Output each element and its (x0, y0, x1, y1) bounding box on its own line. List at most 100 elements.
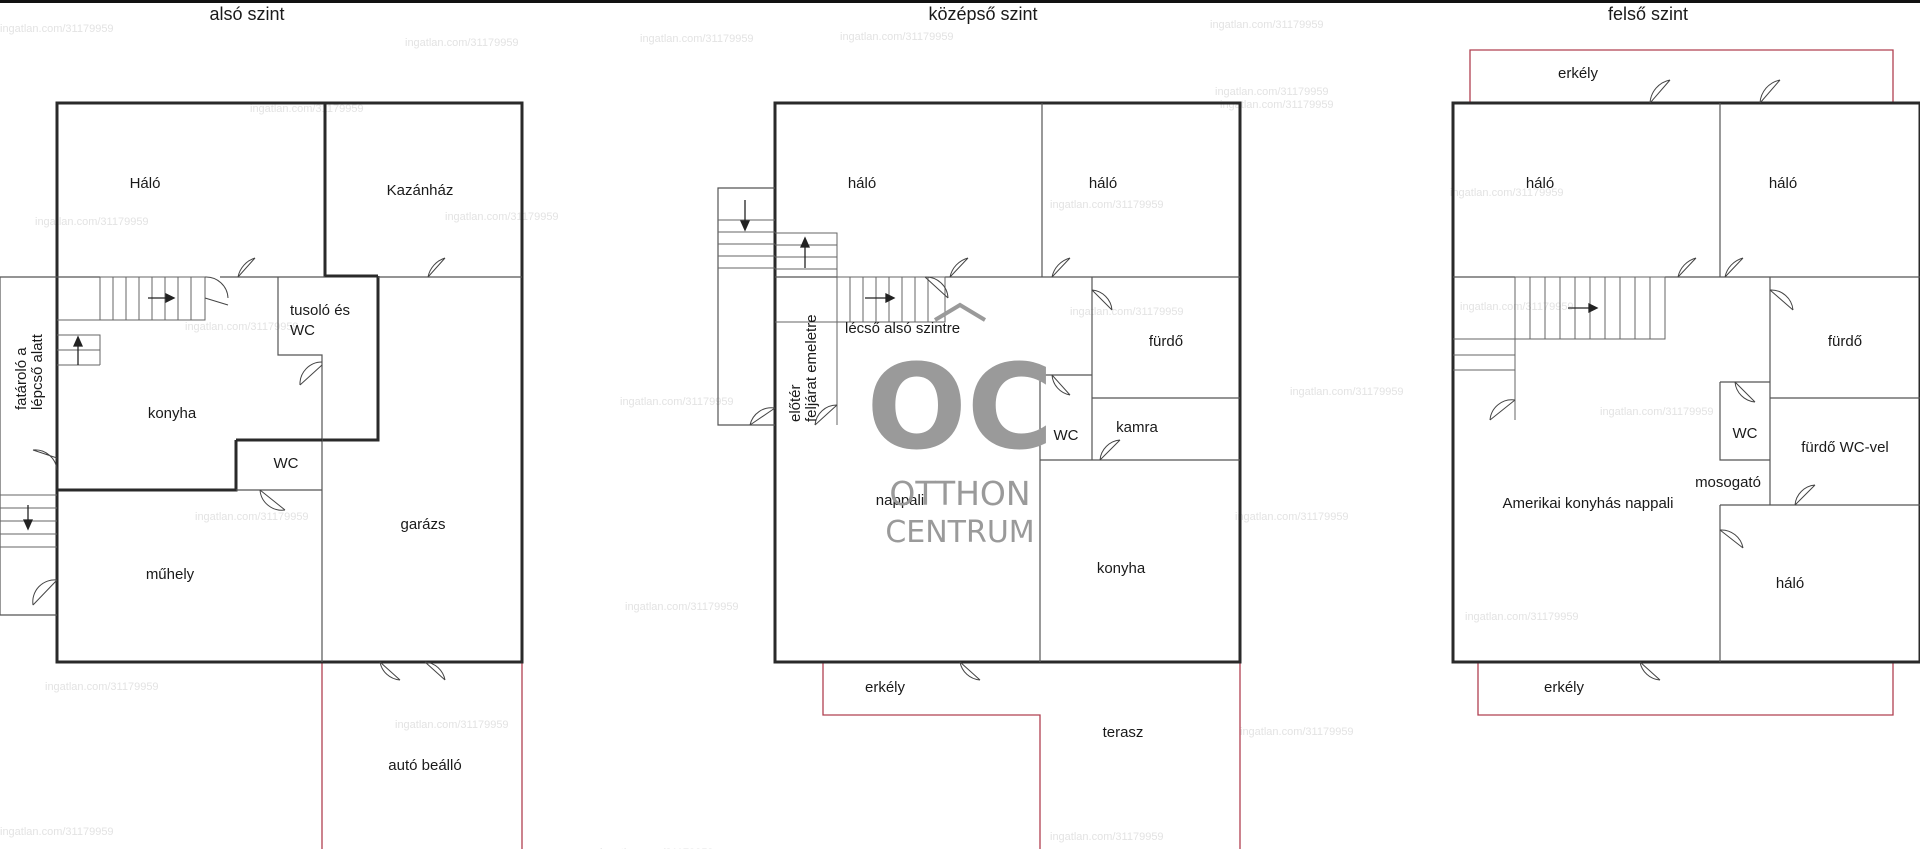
room-label: erkély (1558, 65, 1599, 82)
room-label: előtér (787, 384, 804, 422)
partition (1453, 103, 1920, 278)
doors (749, 257, 1121, 681)
watermark: ingatlan.com/31179959 (600, 847, 714, 849)
watermark: ingatlan.com/31179959 (1215, 86, 1329, 98)
room-label: tusoló és (290, 302, 350, 319)
balcony-outline (1477, 662, 1894, 716)
room-label: lécső alsó szintre (845, 320, 960, 337)
logo-line2: CENTRUM (885, 515, 1034, 550)
level-title: középső szint (928, 4, 1037, 24)
watermark: ingatlan.com/31179959 (1050, 831, 1164, 843)
room-label: WC (1054, 427, 1079, 444)
watermark: ingatlan.com/31179959 (250, 103, 364, 115)
room-label: autó beálló (388, 757, 461, 774)
room-label: lépcső alatt (29, 333, 46, 410)
room-label: fürdő WC-vel (1801, 439, 1889, 456)
driveway-outline (321, 662, 523, 849)
watermark: ingatlan.com/31179959 (0, 826, 114, 838)
doors (1489, 79, 1816, 681)
watermark: ingatlan.com/31179959 (405, 37, 519, 49)
logo-hat-icon (933, 302, 987, 322)
annex-outline (0, 276, 57, 616)
room-label: háló (1089, 175, 1117, 192)
watermark: ingatlan.com/31179959 (1210, 19, 1324, 31)
room-label: WC (290, 322, 315, 339)
stairs (718, 219, 946, 425)
watermark: ingatlan.com/31179959 (1600, 406, 1714, 418)
watermark: ingatlan.com/31179959 (640, 33, 754, 45)
room-label: háló (1526, 175, 1554, 192)
watermark: ingatlan.com/31179959 (625, 601, 739, 613)
upper-level: felső szint erkély háló hál (1451, 4, 1920, 716)
room-label: háló (848, 175, 876, 192)
watermark: ingatlan.com/31179959 (1240, 726, 1354, 738)
stair-arrows (739, 200, 896, 304)
level-title: alsó szint (209, 4, 284, 24)
watermark: ingatlan.com/31179959 (35, 216, 149, 228)
room-label: fatároló a (13, 347, 30, 410)
room-label: mosogató (1695, 474, 1761, 491)
logo-mark: OC (867, 338, 1054, 476)
watermark: ingatlan.com/31179959 (1235, 511, 1349, 523)
logo-line1: OTTHON (889, 474, 1030, 513)
partition (775, 103, 1240, 278)
watermark: ingatlan.com/31179959 (0, 23, 114, 35)
otthon-centrum-logo: OC OTTHON CENTRUM (867, 302, 1054, 550)
watermark: ingatlan.com/31179959 (1050, 199, 1164, 211)
watermark: ingatlan.com/31179959 (185, 321, 299, 333)
room-label: feljárat emeletre (803, 314, 820, 422)
room-label: kamra (1116, 419, 1158, 436)
lower-level: alsó szint (0, 4, 524, 849)
watermark: ingatlan.com/31179959 (620, 396, 734, 408)
room-label: Háló (130, 175, 161, 192)
watermark: ingatlan.com/31179959 (1070, 306, 1184, 318)
tusolo-wall (322, 276, 380, 442)
room-label: erkély (1544, 679, 1585, 696)
watermark: ingatlan.com/31179959 (1290, 386, 1404, 398)
room-label: műhely (146, 566, 195, 583)
doors (32, 257, 446, 681)
annex-outline (717, 187, 775, 426)
room-label: fürdő (1828, 333, 1862, 350)
watermark: ingatlan.com/31179959 (1220, 99, 1334, 111)
watermark: ingatlan.com/31179959 (1460, 301, 1574, 313)
balcony-outline (1469, 49, 1894, 103)
kazanhaz-wall (323, 103, 378, 278)
middle-level: középső szint (717, 4, 1242, 849)
watermark: ingatlan.com/31179959 (1465, 611, 1579, 623)
room-label: konyha (148, 405, 197, 422)
room-label: WC (1733, 425, 1758, 442)
outer-wall (1451, 101, 1920, 664)
rotated-label: előtér feljárat emeletre (787, 314, 820, 422)
room-label: garázs (400, 516, 445, 533)
room-label: erkély (865, 679, 906, 696)
outer-wall (773, 101, 1242, 664)
room-label: háló (1769, 175, 1797, 192)
watermark: ingatlan.com/31179959 (840, 31, 954, 43)
watermark: ingatlan.com/31179959 (45, 681, 159, 693)
stairs (1453, 276, 1666, 420)
watermark: ingatlan.com/31179959 (1450, 187, 1564, 199)
room-label: WC (274, 455, 299, 472)
room-label: háló (1776, 575, 1804, 592)
watermark-layer: ingatlan.com/31179959 ingatlan.com/31179… (0, 19, 1714, 849)
partition (1039, 277, 1240, 662)
room-label: Amerikai konyhás nappali (1503, 495, 1674, 512)
partition (277, 277, 323, 662)
stair-arrows (22, 292, 176, 531)
outer-wall (55, 101, 524, 664)
room-label: konyha (1097, 560, 1146, 577)
stair-arrows (1568, 302, 1599, 314)
watermark: ingatlan.com/31179959 (445, 211, 559, 223)
watermark: ingatlan.com/31179959 (195, 511, 309, 523)
room-label: nappali (876, 492, 924, 509)
terrace-outline (822, 662, 1241, 849)
room-label: terasz (1103, 724, 1144, 741)
room-label: Kazánház (387, 182, 454, 199)
top-border (0, 0, 1920, 3)
level-title: felső szint (1608, 4, 1688, 24)
partition (1719, 277, 1920, 662)
rotated-label: fatároló a lépcső alatt (13, 333, 46, 410)
room-label: fürdő (1149, 333, 1183, 350)
